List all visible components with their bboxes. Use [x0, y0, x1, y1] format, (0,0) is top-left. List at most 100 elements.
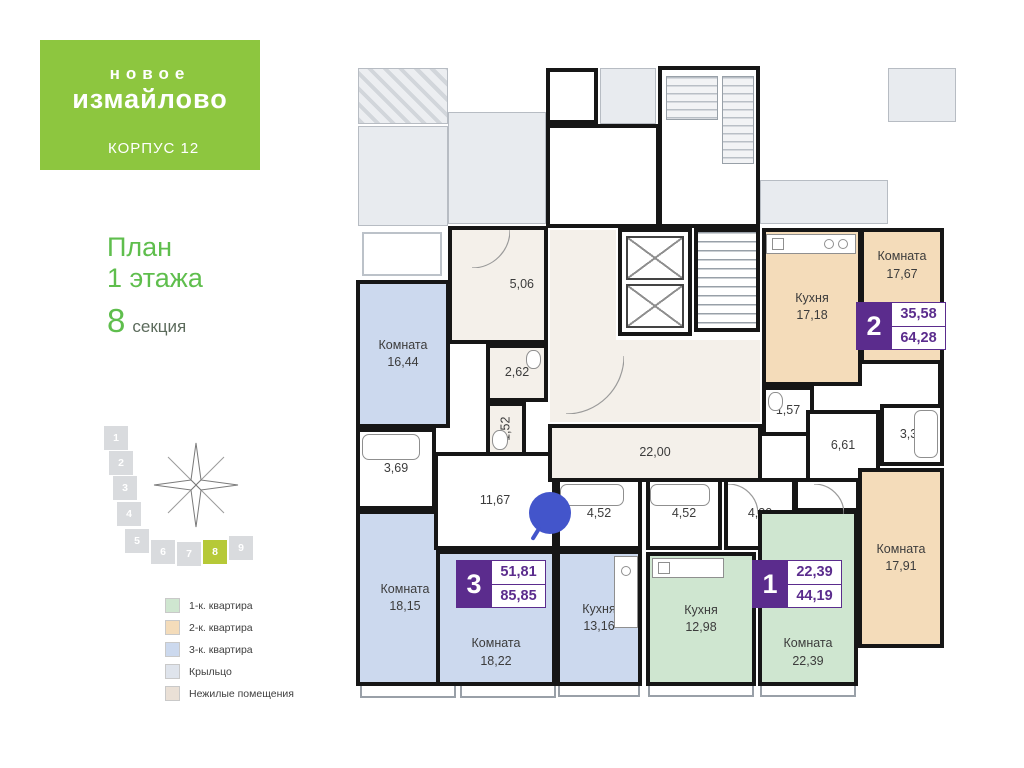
- room-label: Комната 18,22: [472, 635, 521, 670]
- balcony-1: [360, 684, 456, 698]
- brand-logo: новое измайлово КОРПУС 12: [40, 40, 260, 170]
- legend-label-1k: 1-к. квартира: [189, 599, 253, 612]
- minimap-section-4[interactable]: 4: [117, 502, 141, 526]
- stairwell-hatch: [666, 76, 718, 120]
- living-area: 51,81: [500, 564, 537, 581]
- room-label: 4,52: [672, 505, 696, 523]
- apartment-3-badge[interactable]: 3 51,81 85,85: [456, 560, 546, 608]
- compass-icon: [153, 442, 239, 528]
- room-area: 12,98: [685, 620, 717, 634]
- minimap-section-2[interactable]: 2: [109, 451, 133, 475]
- stairwell-ladder-icon: [722, 76, 754, 164]
- apt2-kitchen[interactable]: Кухня 17,18: [762, 228, 862, 386]
- living-area: 35,58: [900, 306, 937, 323]
- legend-item-3k: 3-к. квартира: [165, 642, 253, 657]
- door-arc: [814, 484, 844, 514]
- stairwell-block: [658, 66, 760, 228]
- total-area: 44,19: [788, 583, 841, 608]
- legend-swatch-2k: [165, 620, 180, 635]
- room-label: 3,69: [384, 460, 408, 478]
- stove-burner-icon: [838, 239, 848, 249]
- entry-hall[interactable]: 5,06: [448, 226, 548, 344]
- building-number-label: КОРПУС 12: [108, 140, 200, 157]
- legend-label-nonresidential: Нежилые помещения: [189, 687, 294, 700]
- room-area: 13,16: [583, 619, 615, 633]
- apt3-room-1[interactable]: Комната 16,44: [356, 280, 450, 428]
- legend-swatch-3k: [165, 642, 180, 657]
- porch-apartment2: [760, 180, 888, 224]
- room-area: 17,67: [886, 266, 918, 281]
- living-area: 22,39: [796, 564, 833, 581]
- bathtub-icon: [560, 484, 624, 506]
- room-label: Комната 22,39: [784, 635, 833, 670]
- wc-small[interactable]: 1,52: [486, 402, 526, 456]
- apartment-2-badge[interactable]: 2 35,58 64,28: [856, 302, 946, 350]
- room-label: Комната 16,44: [379, 337, 428, 372]
- legend-item-porch: Крыльцо: [165, 664, 232, 679]
- minimap-section-8-active[interactable]: 8: [203, 540, 227, 564]
- total-area: 85,85: [492, 583, 545, 608]
- legend-swatch-nonresidential: [165, 686, 180, 701]
- minimap-section-5[interactable]: 5: [125, 529, 149, 553]
- minimap-section-1[interactable]: 1: [104, 426, 128, 450]
- corridor[interactable]: 22,00: [548, 424, 762, 482]
- room-area: 2,62: [504, 365, 530, 380]
- room-area: 4,52: [586, 506, 612, 521]
- click-indicator: [529, 492, 571, 541]
- section-title: 8 секция: [107, 302, 186, 340]
- bathtub-icon: [914, 410, 938, 458]
- plan-title-line1: План: [107, 232, 173, 262]
- room-name: Кухня: [684, 602, 718, 617]
- room-name: Комната: [378, 337, 428, 352]
- vestibule-entry: [546, 124, 660, 228]
- stove-burner-icon: [621, 566, 631, 576]
- elevator-shaft-2: [626, 284, 684, 328]
- door-arc: [728, 484, 758, 514]
- room-name: Комната: [380, 581, 430, 596]
- minimap-section-9[interactable]: 9: [229, 536, 253, 560]
- minimap-section-6[interactable]: 6: [151, 540, 175, 564]
- outer-wall-segment: [938, 362, 944, 408]
- room-label: 22,00: [639, 444, 670, 462]
- room-area: 3,69: [383, 461, 409, 476]
- minimap-section-3[interactable]: 3: [113, 476, 137, 500]
- room-area: 18,15: [389, 599, 421, 613]
- plan-title-line2: 1 этажа: [107, 263, 203, 294]
- room-name: Комната: [877, 249, 927, 263]
- brand-name-bottom: измайлово: [72, 84, 228, 114]
- minimap-section-7[interactable]: 7: [177, 542, 201, 566]
- room-name: Комната: [783, 636, 833, 650]
- room-area: 17,18: [796, 308, 828, 322]
- section-label: секция: [132, 317, 187, 336]
- legend-item-nonresidential: Нежилые помещения: [165, 686, 294, 701]
- entrance-stairs-hatch: [358, 68, 448, 124]
- room-label: 5,06: [510, 276, 534, 294]
- elevator-block: [618, 228, 692, 336]
- room-area: 18,22: [480, 653, 512, 668]
- section-number: 8: [107, 302, 126, 339]
- staircase: [694, 228, 760, 332]
- apartment-1-badge[interactable]: 1 22,39 44,19: [752, 560, 842, 608]
- toilet-icon: [492, 430, 508, 450]
- bathtub-icon: [362, 434, 420, 460]
- balcony-2: [460, 684, 556, 698]
- room-area: 22,39: [792, 653, 824, 668]
- room-label: 4,52: [587, 505, 611, 523]
- legend-label-3k: 3-к. квартира: [189, 643, 253, 656]
- room-name: Кухня: [795, 290, 829, 305]
- kitchen-counter: [766, 234, 856, 254]
- room-label: Кухня 12,98: [684, 602, 717, 637]
- kitchen-counter: [652, 558, 724, 578]
- room-area: 4,52: [671, 506, 697, 521]
- legend-swatch-1k: [165, 598, 180, 613]
- terrace-outline: [362, 232, 442, 276]
- rooms-count: 1: [752, 560, 788, 608]
- apt2-room-2[interactable]: Комната 17,91: [858, 468, 944, 648]
- area-values: 22,39 44,19: [788, 560, 842, 608]
- room-label: Кухня 13,16: [582, 601, 615, 636]
- porch-center: [600, 68, 656, 124]
- kitchen-sink-icon: [772, 238, 784, 250]
- vestibule-top: [546, 68, 598, 124]
- room-area: 16,44: [387, 355, 419, 369]
